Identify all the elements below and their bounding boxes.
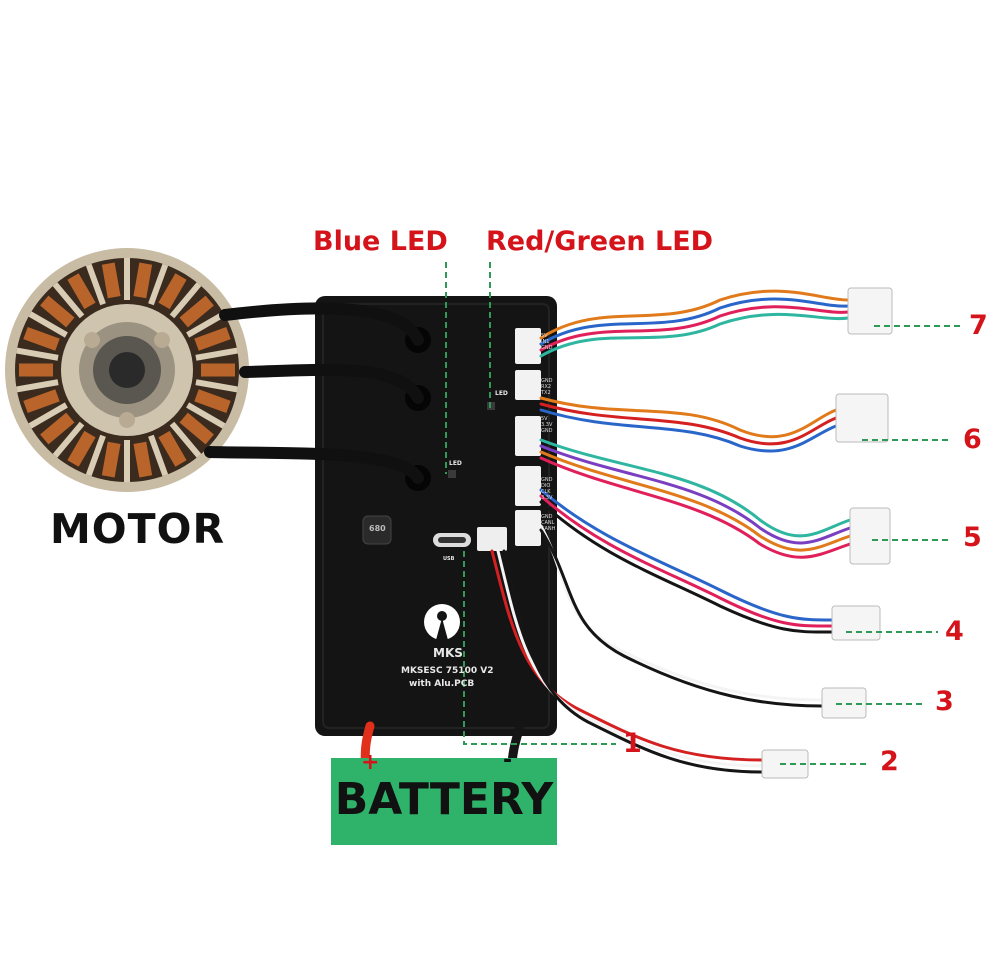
motor-coil — [101, 441, 121, 478]
motor-coil — [40, 412, 75, 445]
motor-phase-cables — [204, 302, 424, 484]
motor-coil — [23, 389, 60, 414]
battery-negative-sign: - — [503, 748, 513, 773]
connector-number-1: 1 — [623, 728, 642, 759]
connector-number-2: 2 — [880, 746, 899, 777]
connector-number-4: 4 — [945, 616, 964, 647]
motor-stator-tooth — [16, 379, 59, 393]
board-model: MKSESC 75100 V2 — [401, 666, 494, 676]
motor-stator-tooth — [148, 434, 169, 477]
motor-stator-tooth — [195, 379, 238, 393]
motor-stator-tooth — [85, 263, 106, 306]
pin-label-6: GND RX2 TX2 — [541, 378, 553, 396]
blue-led-label: Blue LED — [313, 226, 448, 257]
motor-coil — [133, 441, 153, 478]
motor-coil — [179, 412, 214, 445]
esc-board — [315, 296, 557, 736]
motor-stator-tooth — [28, 402, 68, 429]
board-led-mark-blue: LED — [449, 460, 462, 467]
motor-label: MOTOR — [50, 505, 226, 553]
motor-coil — [67, 273, 96, 310]
motor-coil — [194, 326, 231, 351]
motor-stator-tooth — [169, 282, 202, 319]
inductor-code: 680 — [369, 524, 386, 533]
pin-label-3: GND CANL CANH — [541, 514, 556, 532]
motor-stator-tooth — [28, 311, 68, 338]
motor-stator-tooth — [186, 402, 226, 429]
motor-stator-tooth — [195, 347, 238, 361]
board-subtitle: with Alu.PCB — [409, 679, 475, 689]
motor-stator-tooth — [169, 421, 202, 458]
motor-coil — [133, 262, 153, 299]
motor-coil — [101, 262, 121, 299]
pin-label-5: 5V 3.3V GND — [541, 416, 553, 434]
motor-stator-tooth — [16, 347, 59, 361]
motor-coil — [179, 295, 214, 328]
motor-stator-tooth — [148, 263, 169, 306]
board-led-mark-rg: LED — [495, 390, 508, 397]
connector-number-6: 6 — [963, 424, 982, 455]
connector-number-5: 5 — [963, 522, 982, 553]
motor-coil — [40, 295, 75, 328]
board-brand: MKS — [433, 646, 463, 660]
motor-image — [5, 248, 249, 492]
battery-label: BATTERY — [334, 774, 554, 825]
pin-label-4: GND DIO CLK 3.3V — [541, 477, 553, 501]
motor-coil — [23, 326, 60, 351]
red-green-led-label: Red/Green LED — [486, 226, 714, 257]
connector-number-3: 3 — [935, 686, 954, 717]
motor-coil — [158, 430, 187, 467]
motor-stator-tooth — [52, 282, 85, 319]
usb-mark: USB — [443, 556, 455, 562]
signal-harnesses — [490, 289, 852, 774]
motor-stator-tooth — [186, 311, 226, 338]
motor-coil — [67, 430, 96, 467]
connector-number-7: 7 — [969, 310, 988, 341]
battery-positive-sign: + — [361, 750, 380, 775]
motor-stator-tooth — [85, 434, 106, 477]
leader-lines — [445, 262, 962, 765]
motor-coil — [194, 389, 231, 414]
motor-stator-tooth — [52, 421, 85, 458]
pin-label-7: 5V IN1 GND — [541, 333, 553, 351]
motor-coil — [158, 273, 187, 310]
battery-block: + - BATTERY — [331, 748, 557, 845]
